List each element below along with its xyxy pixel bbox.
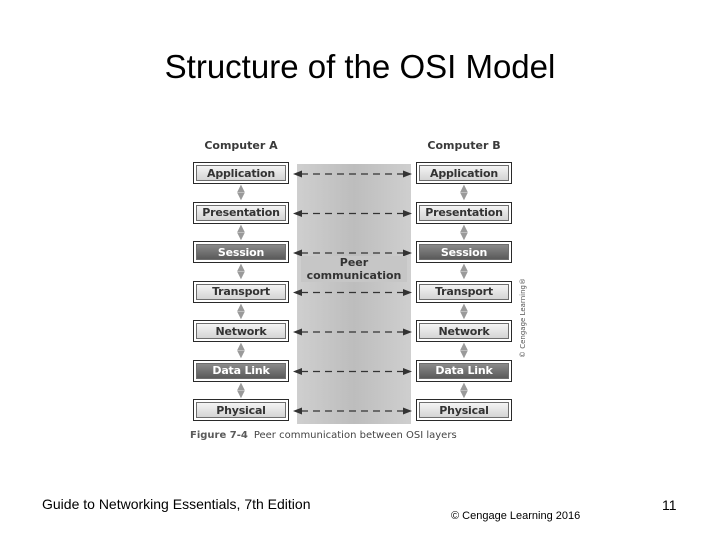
arrowhead-right [403,170,412,178]
layer-b-network: Network [416,320,512,342]
layer-a-network: Network [193,320,289,342]
arrowhead-right [403,210,412,217]
stack-connector-b: ▲▼ [460,222,468,242]
layer-b-session: Session [416,241,512,263]
layer-label: Session [196,244,286,260]
arrowhead-right [403,328,412,336]
stack-connector-b: ▲▼ [460,262,468,281]
arrowhead-left [293,368,302,375]
layer-label: Presentation [196,204,286,221]
layer-a-session: Session [193,241,289,263]
figure-caption: Figure 7-4 Peer communication between OSI… [190,430,457,441]
layer-b-presentation: Presentation [416,201,512,224]
layer-a-data-link: Data Link [193,359,289,382]
figure-caption-text: Peer communication between OSI layers [253,430,457,441]
peer-arrows [293,170,412,415]
layer-label: Physical [196,402,286,418]
arrowhead-right [403,289,412,296]
footer-page-number: 11 [662,497,677,513]
layer-label: Network [419,323,509,339]
layer-label: Transport [196,283,286,300]
footer-copyright: © Cengage Learning 2016 [451,510,581,522]
figure-number: Figure 7-4 [190,430,248,441]
layer-label: Data Link [196,362,286,379]
arrowhead-left [293,170,302,178]
arrowhead-right [403,407,412,415]
arrowhead-left [293,210,302,217]
stack-connector-b: ▲▼ [460,301,468,321]
layer-label: Application [196,165,286,181]
arrowhead-left [293,407,302,415]
layer-label: Data Link [419,362,509,379]
arrowhead-left [293,249,302,257]
peer-communication-label: Peer communication [301,256,407,282]
stack-connector-a: ▲▼ [237,222,245,242]
peer-label-line1: Peer [339,256,369,269]
layer-label: Presentation [419,204,509,221]
layer-label: Transport [419,283,509,300]
arrowhead-right [403,368,412,375]
arrowhead-right [403,249,412,257]
stack-connector-a: ▲▼ [237,341,245,360]
layer-a-application: Application [193,162,289,184]
stack-connector-a: ▲▼ [237,262,245,281]
footer-book-title: Guide to Networking Essentials, 7th Edit… [42,496,311,512]
stack-connector-b: ▲▼ [460,341,468,360]
layer-a-presentation: Presentation [193,201,289,224]
stack-connector-a: ▲▼ [237,380,245,400]
layer-label: Application [419,165,509,181]
figure-side-copyright: © Cengage Learning® [519,278,527,358]
layer-b-physical: Physical [416,399,512,421]
stack-connector-b: ▲▼ [460,380,468,400]
layer-b-transport: Transport [416,280,512,303]
peer-label-line2: communication [306,269,402,282]
stack-connector-a: ▲▼ [237,183,245,202]
computer-b-label: Computer B [427,139,501,152]
computer-a-label: Computer A [204,139,278,152]
slide-title: Structure of the OSI Model [164,48,556,85]
stack-connector-b: ▲▼ [460,183,468,202]
arrowhead-left [293,289,302,296]
stack-connector-a: ▲▼ [237,301,245,321]
layer-b-application: Application [416,162,512,184]
peer-communication-band [297,164,411,424]
arrowhead-left [293,328,302,336]
layer-label: Physical [419,402,509,418]
layer-a-physical: Physical [193,399,289,421]
osi-peer-diagram: Computer A Computer B Peer communication… [185,128,535,448]
layer-a-transport: Transport [193,280,289,303]
layer-label: Network [196,323,286,339]
layer-b-data-link: Data Link [416,359,512,382]
layer-label: Session [419,244,509,260]
